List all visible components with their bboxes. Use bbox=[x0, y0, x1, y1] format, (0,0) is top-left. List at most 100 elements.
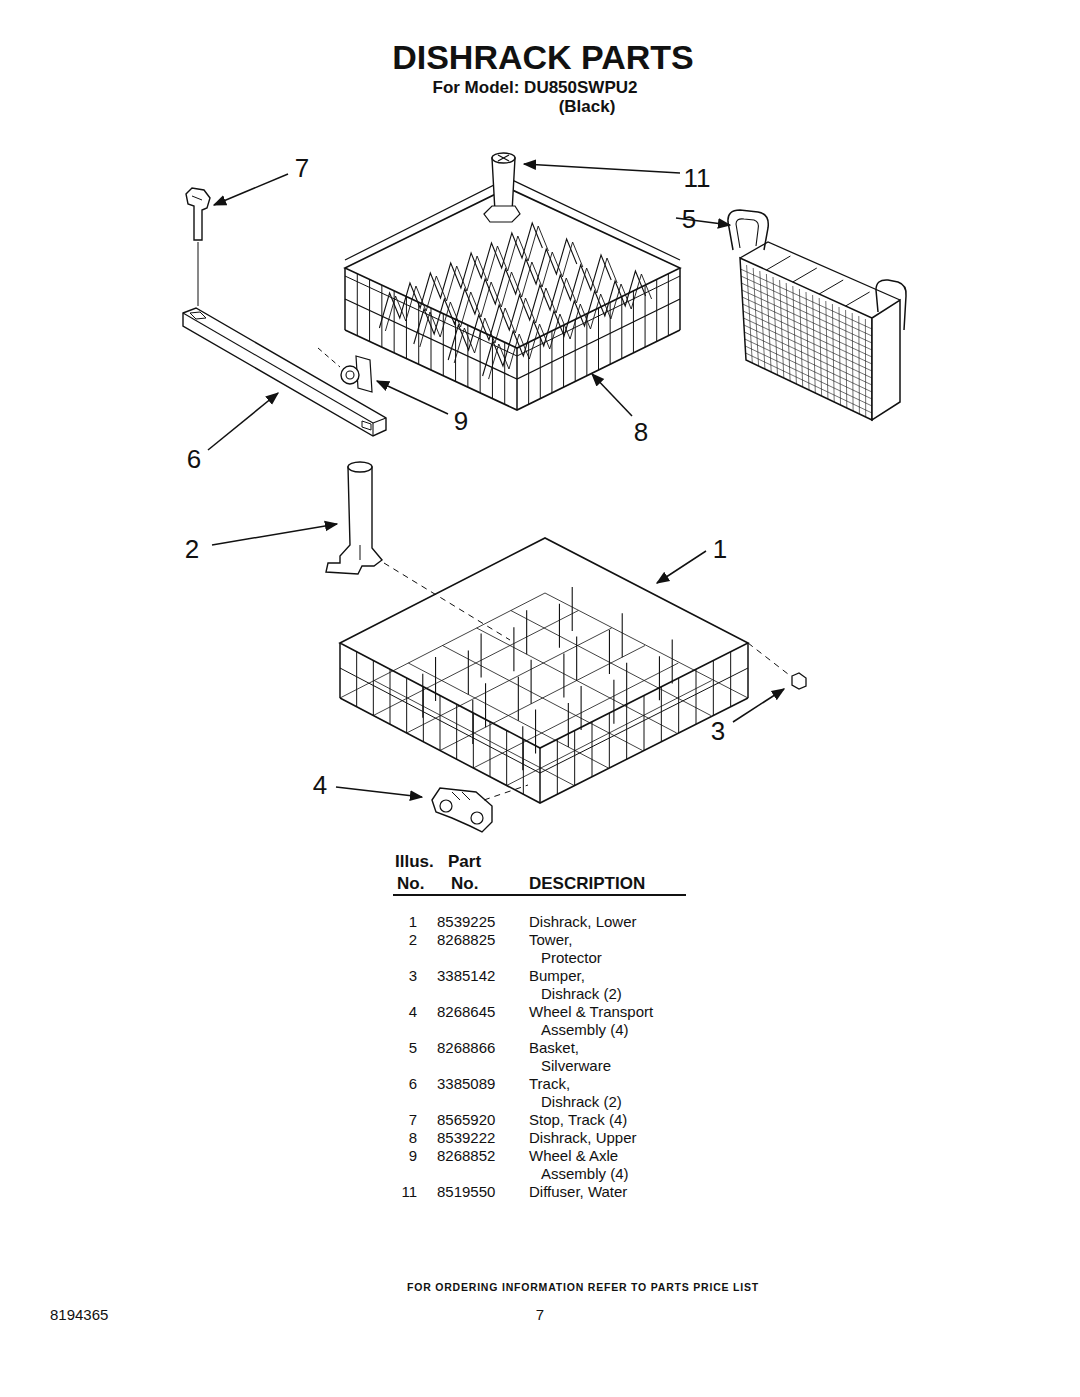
water-diffuser bbox=[498, 155, 509, 161]
basket-divider bbox=[819, 280, 843, 294]
dashed-guide bbox=[748, 643, 788, 674]
table-row: 58268866Basket, Silverware bbox=[390, 1039, 679, 1075]
wire bbox=[540, 337, 541, 399]
basket-body bbox=[872, 300, 900, 420]
wire bbox=[381, 285, 382, 347]
rack-tines bbox=[526, 610, 527, 654]
wire bbox=[679, 268, 681, 330]
wire bbox=[455, 319, 456, 381]
basket-handle bbox=[736, 219, 759, 248]
wire bbox=[586, 314, 587, 376]
table-rule bbox=[393, 894, 686, 896]
callout-number: 3 bbox=[711, 718, 725, 744]
wire bbox=[440, 646, 645, 751]
wire bbox=[507, 681, 712, 786]
table-header: No. bbox=[397, 874, 424, 894]
wire bbox=[369, 279, 370, 341]
wire bbox=[480, 331, 481, 393]
wheel-transport bbox=[440, 800, 452, 812]
wire bbox=[696, 669, 697, 724]
rack-rim bbox=[340, 538, 748, 748]
table-header: Illus. bbox=[395, 852, 434, 872]
wire bbox=[406, 678, 407, 733]
wire bbox=[339, 643, 341, 698]
wire bbox=[473, 663, 678, 768]
wire bbox=[390, 669, 391, 724]
part-number: 8539225 bbox=[437, 913, 529, 931]
wire bbox=[356, 652, 357, 707]
basket-grid bbox=[745, 346, 872, 406]
footer-note: FOR ORDERING INFORMATION REFER TO PARTS … bbox=[407, 1281, 759, 1293]
rack-tines bbox=[435, 657, 436, 701]
part-number: 3385089 bbox=[437, 1075, 529, 1093]
table-row: 78565920Stop, Track (4) bbox=[390, 1111, 679, 1129]
rack-tines bbox=[622, 613, 623, 657]
wire bbox=[431, 308, 432, 370]
page-number: 7 bbox=[536, 1306, 544, 1323]
silverware-basket bbox=[728, 210, 906, 420]
table-row: 48268645Wheel & Transport Assembly (4) bbox=[390, 1003, 679, 1039]
callout-number: 9 bbox=[454, 408, 468, 434]
rack-tines bbox=[563, 653, 564, 697]
table-row: 88539222Dishrack, Upper bbox=[390, 1129, 679, 1147]
callout-number: 2 bbox=[185, 536, 199, 562]
wire bbox=[467, 325, 468, 387]
rack-tines bbox=[489, 274, 652, 379]
guide-line bbox=[198, 242, 199, 306]
wire bbox=[574, 731, 575, 786]
table-row: 28268825Tower, Protector bbox=[390, 931, 679, 967]
rack-tines bbox=[385, 226, 548, 331]
model-label: For Model: DU850SWPU2 bbox=[433, 78, 638, 98]
part-description: Wheel & Axle Assembly (4) bbox=[529, 1147, 679, 1183]
wire bbox=[747, 643, 749, 698]
leader-arrow bbox=[214, 174, 288, 205]
rack-tines bbox=[472, 700, 473, 744]
rack-tines bbox=[568, 703, 569, 747]
water-diffuser bbox=[492, 153, 515, 163]
table-header: Part bbox=[448, 852, 481, 872]
wire bbox=[418, 302, 419, 364]
wire bbox=[504, 342, 505, 404]
track-stop bbox=[192, 196, 202, 200]
leader-arrow bbox=[208, 393, 278, 450]
part-number: 8565920 bbox=[437, 1111, 529, 1129]
track-body bbox=[372, 423, 373, 436]
wire bbox=[440, 696, 441, 751]
rack-rim bbox=[340, 593, 748, 698]
track-slot bbox=[362, 421, 371, 430]
track-slot bbox=[190, 312, 206, 319]
dashed-guide bbox=[484, 785, 528, 800]
wire bbox=[661, 687, 662, 742]
wire bbox=[626, 704, 627, 759]
table-row: 118519550Diffuser, Water bbox=[390, 1183, 679, 1201]
lower-dishrack bbox=[340, 538, 748, 803]
rack-tines bbox=[535, 709, 536, 753]
rack-tines bbox=[522, 726, 523, 770]
part-number: 8539222 bbox=[437, 1129, 529, 1147]
part-number: 8268645 bbox=[437, 1003, 529, 1021]
wire bbox=[456, 704, 457, 759]
wire bbox=[609, 713, 610, 768]
part-number: 8519550 bbox=[437, 1183, 529, 1201]
part-description: Tower, Protector bbox=[529, 931, 629, 967]
rack-rim bbox=[345, 276, 680, 356]
part-number: 8268852 bbox=[437, 1147, 529, 1165]
track-body bbox=[183, 313, 373, 423]
rack-tines bbox=[468, 651, 469, 695]
water-diffuser bbox=[484, 206, 520, 222]
callout-number: 7 bbox=[295, 155, 309, 181]
wheel-transport bbox=[462, 792, 470, 800]
upper-dishrack bbox=[345, 178, 680, 410]
rack-tines bbox=[572, 587, 573, 631]
illus-number: 6 bbox=[390, 1075, 417, 1093]
dishrack-bumper bbox=[792, 673, 806, 689]
table-row: 18539225Dishrack, Lower bbox=[390, 913, 679, 931]
part-description: Wheel & Transport Assembly (4) bbox=[529, 1003, 679, 1039]
part-description: Track, Dishrack (2) bbox=[529, 1075, 629, 1111]
leader-arrow bbox=[733, 689, 784, 722]
dashed-guide bbox=[318, 348, 340, 367]
rack-rim bbox=[340, 698, 748, 803]
basket-divider bbox=[793, 268, 817, 282]
wire bbox=[730, 652, 731, 707]
